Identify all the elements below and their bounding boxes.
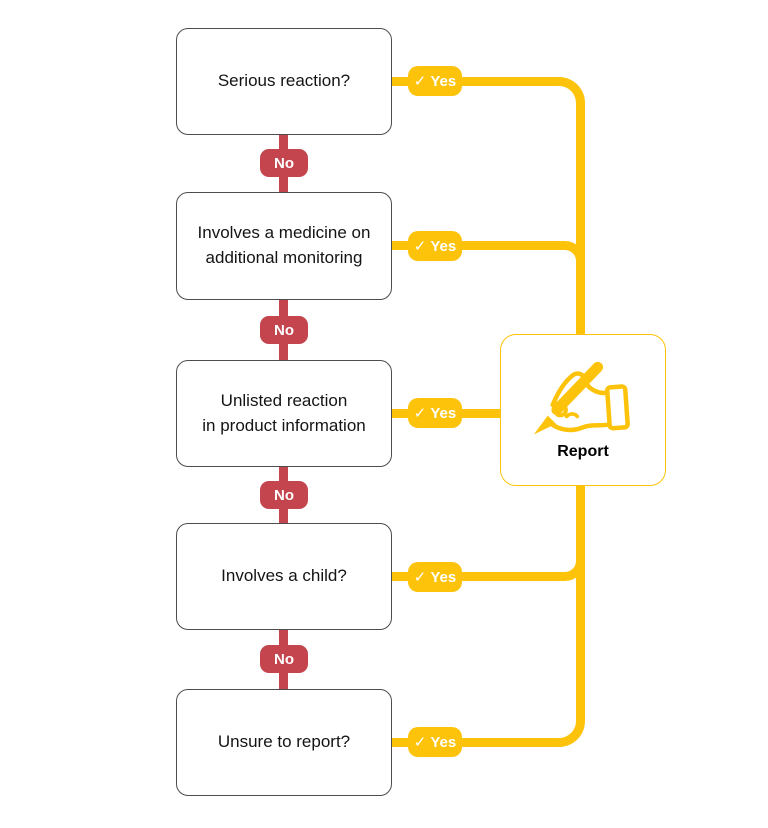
question-box-unlisted-reaction: Unlisted reaction in product information [176, 360, 392, 467]
yes-badge: ✓ Yes [408, 727, 462, 757]
yes-badge-label: Yes [430, 568, 457, 586]
yes-badge: ✓ Yes [408, 562, 462, 592]
question-box-additional-monitoring: Involves a medicine on additional monito… [176, 192, 392, 300]
check-icon: ✓ [413, 73, 427, 90]
question-box-unsure-to-report: Unsure to report? [176, 689, 392, 796]
yes-connector-line [392, 77, 585, 334]
report-label: Report [557, 443, 609, 460]
yes-badge-label: Yes [430, 733, 457, 751]
no-badge: No [260, 481, 308, 509]
writing-hand-icon [533, 361, 630, 435]
yes-badge: ✓ Yes [408, 398, 462, 428]
check-icon: ✓ [413, 734, 427, 751]
yes-badge-label: Yes [430, 404, 457, 422]
yes-badge: ✓ Yes [408, 66, 462, 96]
no-badge: No [260, 149, 308, 177]
question-box-serious-reaction: Serious reaction? [176, 28, 392, 135]
yes-badge: ✓ Yes [408, 231, 462, 261]
no-badge: No [260, 645, 308, 673]
report-node: Report [500, 334, 666, 486]
yes-badge-label: Yes [430, 237, 457, 255]
check-icon: ✓ [413, 569, 427, 586]
yes-badge-label: Yes [430, 72, 457, 90]
yes-connector-line [392, 486, 585, 747]
question-box-involves-child: Involves a child? [176, 523, 392, 630]
check-icon: ✓ [413, 405, 427, 422]
no-badge: No [260, 316, 308, 344]
yes-connector-line [392, 241, 585, 334]
check-icon: ✓ [413, 238, 427, 255]
